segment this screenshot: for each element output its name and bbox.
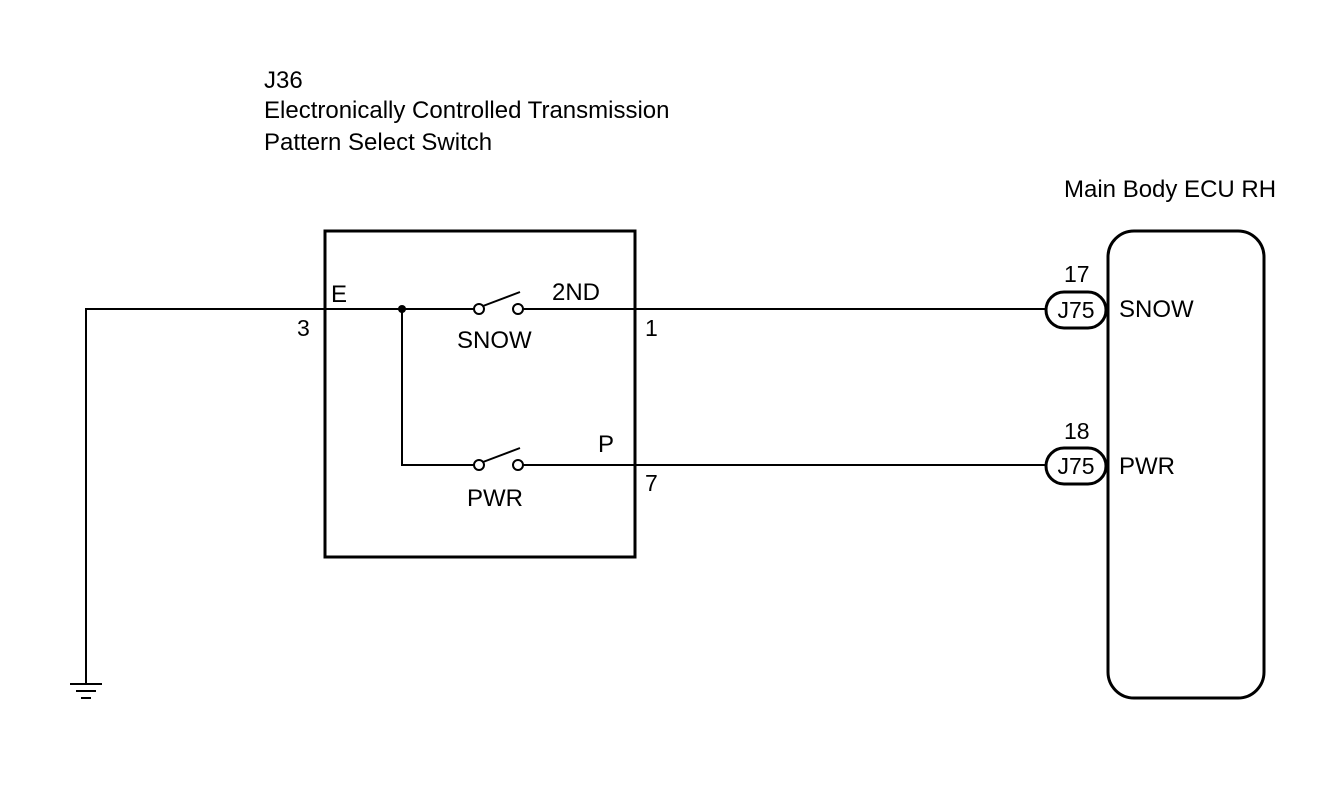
pwr-connector-code: J75 xyxy=(1057,453,1094,479)
switch-box xyxy=(323,229,637,559)
snow-pin-number: 1 xyxy=(645,315,658,341)
switch-name-line1: Electronically Controlled Transmission xyxy=(264,97,670,124)
pwr-pin-number: 7 xyxy=(645,470,658,496)
snow-ecu-pin-number: 17 xyxy=(1064,261,1090,287)
snow-switch-icon xyxy=(473,291,524,315)
snow-terminal-label: 2ND xyxy=(552,279,600,306)
snow-switch-label: SNOW xyxy=(457,327,532,354)
pwr-ecu-label: PWR xyxy=(1119,453,1175,480)
pwr-switch-icon xyxy=(473,447,524,471)
pwr-internal-wire xyxy=(401,309,474,466)
ground-wire xyxy=(85,308,402,684)
terminal-e-label: E xyxy=(331,281,347,308)
ecu-title: Main Body ECU RH xyxy=(1064,176,1276,203)
pwr-switch-label: PWR xyxy=(467,485,523,512)
pin-e-number: 3 xyxy=(297,315,310,341)
pwr-ecu-pin-number: 18 xyxy=(1064,418,1090,444)
switch-code: J36 xyxy=(264,67,303,94)
snow-connector-code: J75 xyxy=(1057,297,1094,323)
snow-ecu-label: SNOW xyxy=(1119,296,1194,323)
ecu-box xyxy=(1106,229,1266,700)
switch-name-line2: Pattern Select Switch xyxy=(264,129,492,156)
snow-connector-pill xyxy=(1044,290,1108,330)
ground-icon xyxy=(70,683,102,699)
pwr-terminal-label: P xyxy=(598,431,614,458)
pwr-connector-pill xyxy=(1044,446,1108,486)
